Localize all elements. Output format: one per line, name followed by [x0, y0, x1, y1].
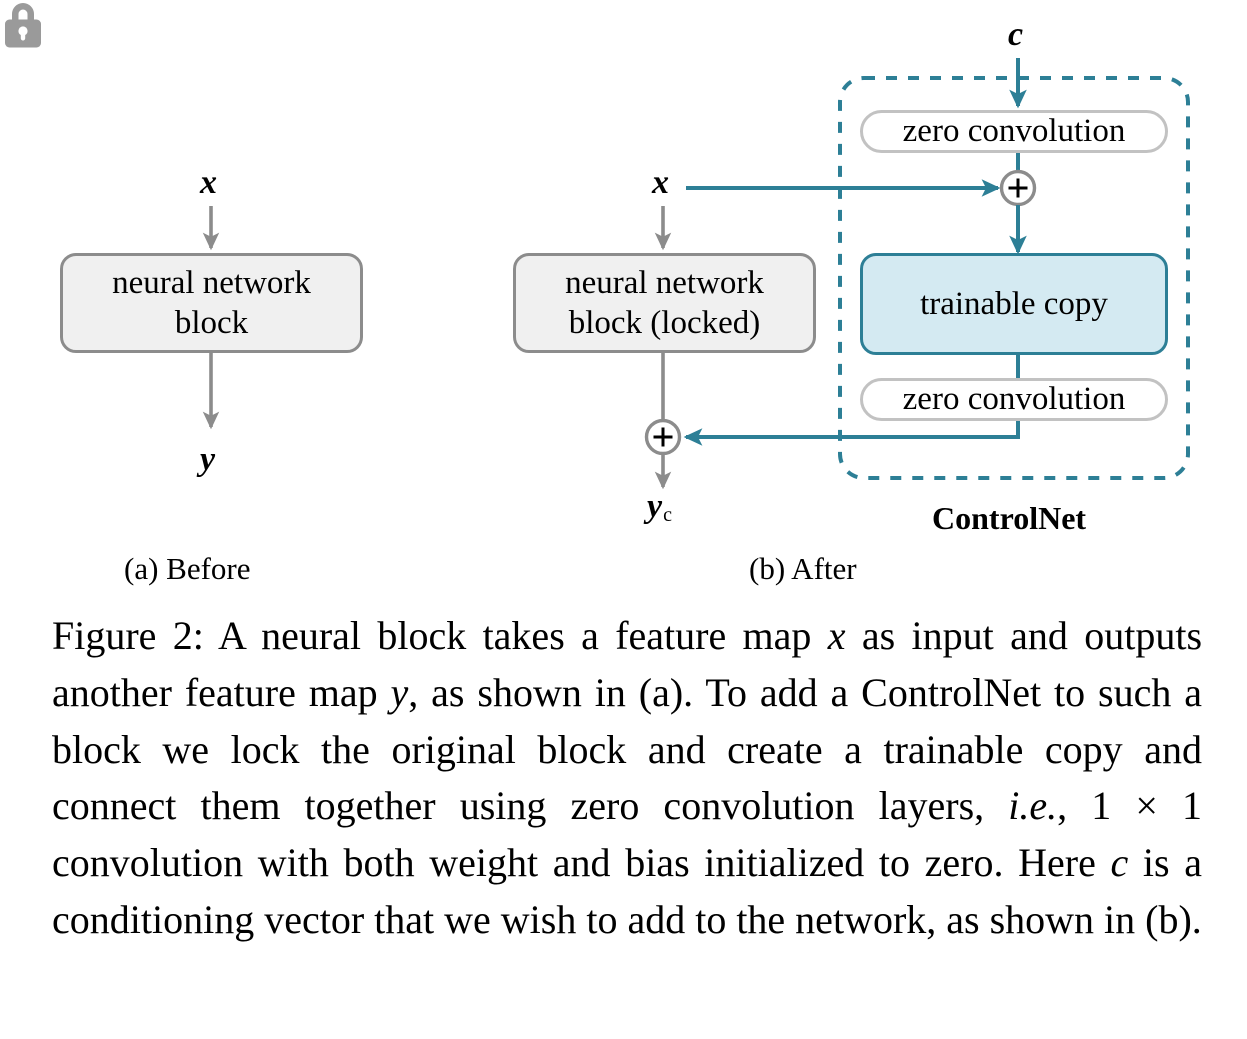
panel-a-caption: (a) Before: [124, 551, 251, 586]
lock-icon: [5, 3, 41, 48]
caption-seg-3: , as shown in (a). To add a ControlNet t…: [52, 669, 1203, 829]
trainable-copy-block: trainable copy: [860, 253, 1168, 355]
caption-seg-5: convolution with both weight and bias in…: [52, 840, 1111, 886]
panel-b-output-var: y: [647, 488, 663, 525]
panel-b-input-label: x: [652, 164, 669, 201]
caption-var-c: c: [1110, 840, 1129, 886]
controlnet-group-title: ControlNet: [932, 500, 1087, 536]
caption-var-x: x: [827, 613, 846, 658]
trainable-copy-label: trainable copy: [920, 285, 1108, 322]
caption-seg-1: A neural block takes a feature map: [203, 613, 828, 658]
zero-convolution-top: zero convolution: [860, 110, 1168, 153]
caption-formula: 1 × 1: [1091, 783, 1202, 829]
caption-seg-2: as input and outputs another feature map: [52, 613, 1203, 715]
caption-prefix: Figure 2:: [52, 613, 204, 658]
panel-a-input-label: x: [200, 164, 217, 201]
arrow-zeroconv-bottom-to-add-bottom: [683, 420, 1020, 446]
caption-seg-6: is a conditioning vector that we wish to…: [52, 840, 1202, 942]
figure-caption: Figure 2: A neural block takes a feature…: [52, 608, 1202, 949]
diagram-vector-layer: [202, 58, 1190, 490]
caption-var-y: y: [390, 669, 409, 715]
caption-ie: i.e.: [1008, 783, 1058, 829]
panel-a-output-label: y: [200, 441, 216, 478]
zero-convolution-bottom-label: zero convolution: [902, 381, 1126, 418]
panel-b-condition-label: c: [1008, 16, 1024, 53]
controlnet-dashed-group: [838, 76, 1190, 480]
panel-b-output-label: yc: [647, 488, 672, 526]
caption-seg-4: ,: [1057, 783, 1092, 829]
zero-convolution-top-label: zero convolution: [902, 113, 1126, 150]
panel-b-caption: (b) After: [749, 551, 857, 586]
panel-b-output-subscript: c: [663, 504, 672, 526]
zero-convolution-bottom: zero convolution: [860, 378, 1168, 421]
